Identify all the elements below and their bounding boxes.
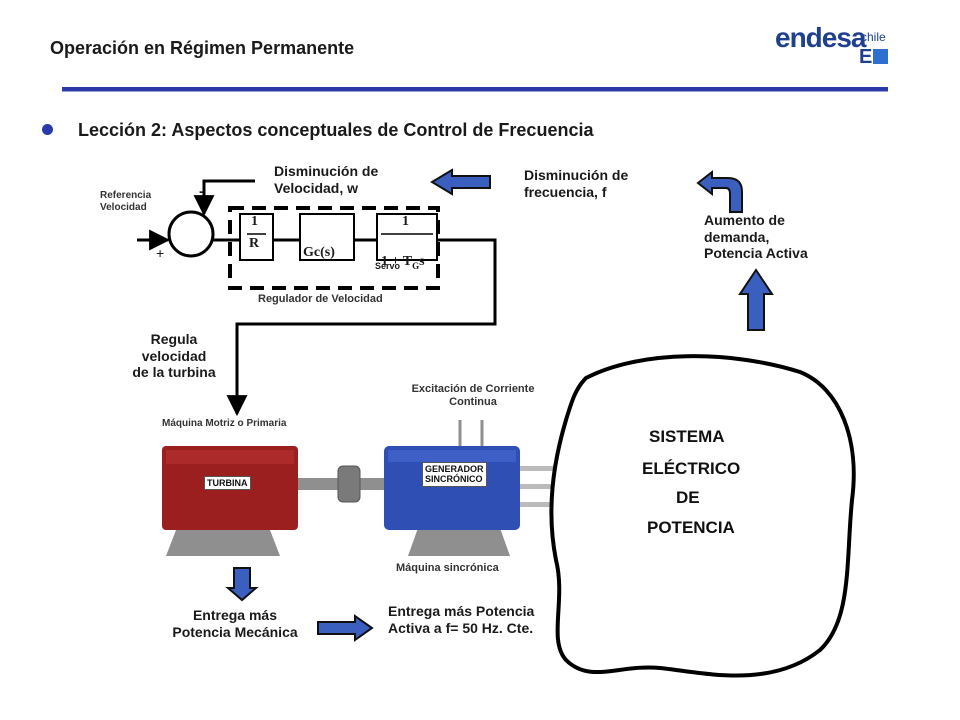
- servo-den-sub: G: [412, 260, 420, 271]
- system-line-1: SISTEMA: [649, 427, 725, 446]
- sync-machine-label: Máquina sincrónica: [396, 562, 499, 574]
- turbine-highlight: [166, 450, 294, 464]
- arrow-curved-return: [696, 169, 743, 213]
- regula-label: Regula velocidad de la turbina: [132, 331, 216, 381]
- block-servo: [376, 213, 438, 261]
- plus-sign: +: [156, 245, 165, 261]
- generator-tag: GENERADOR SINCRÓNICO: [422, 462, 487, 487]
- conductor-2: [520, 484, 564, 489]
- turbine-tag: TURBINA: [204, 476, 251, 491]
- speed-drop-label: Disminución de Velocidad, w: [274, 163, 379, 196]
- servo-den-s: s: [419, 253, 425, 269]
- arrow-right-1: [317, 614, 374, 642]
- feedback-line: [193, 179, 255, 217]
- system-line-3: DE: [676, 488, 700, 507]
- generator-base: [408, 528, 510, 556]
- block-r-numerator: 1: [251, 214, 258, 229]
- block-servo-denominator: 1 + TGs: [381, 237, 425, 271]
- mech-power-label: Entrega más Potencia Mecánica: [172, 607, 298, 640]
- logo-word: endesa: [775, 22, 866, 53]
- block-gc: [299, 213, 355, 261]
- block-servo-numerator: 1: [402, 214, 409, 229]
- regulator-label: Regulador de Velocidad: [258, 293, 383, 305]
- system-line-4: POTENCIA: [647, 518, 735, 537]
- block-r-denominator: R: [249, 236, 260, 251]
- endesa-logo: endesa chile E: [775, 22, 890, 68]
- demand-up-label: Aumento de demanda, Potencia Activa: [704, 212, 808, 262]
- system-line-2: ELÉCTRICO: [642, 459, 741, 478]
- block-1-over-r: [239, 213, 274, 261]
- active-power-label: Entrega más Potencia Activa a f= 50 Hz. …: [388, 603, 535, 636]
- arrow-left-speed: [430, 168, 491, 196]
- reference-speed-label: Referencia Velocidad: [100, 190, 152, 213]
- shaft-coupling: [337, 465, 361, 503]
- excitation-label: Excitación de Corriente Continua: [411, 383, 535, 408]
- logo-box-icon: [873, 49, 888, 64]
- page-title: Operación en Régimen Permanente: [50, 38, 355, 58]
- block-gc-label: Gc(s): [303, 245, 335, 260]
- control-path: [226, 238, 497, 417]
- arrow-up-demand: [738, 268, 774, 331]
- lesson-title: Lección 2: Aspectos conceptuales de Cont…: [78, 120, 594, 140]
- servo-label: Servo: [375, 261, 401, 271]
- conductor-3: [520, 502, 564, 507]
- power-system-cloud: [549, 354, 856, 678]
- servo-den-base: 1 + T: [381, 253, 413, 269]
- summing-junction: [167, 210, 215, 258]
- prime-mover-label: Máquina Motriz o Primaria: [162, 418, 287, 429]
- arrow-down-turbine: [225, 567, 259, 602]
- conductor-1: [520, 466, 564, 471]
- logo-sub: chile: [861, 30, 886, 44]
- freq-drop-label: Disminución de frecuencia, f: [524, 167, 629, 200]
- bullet-icon: [42, 124, 53, 135]
- logo-mark: E: [859, 46, 873, 68]
- generator-highlight: [388, 450, 516, 462]
- header-divider: [62, 87, 888, 92]
- minus-sign: -: [199, 183, 204, 199]
- turbine-base: [166, 530, 280, 556]
